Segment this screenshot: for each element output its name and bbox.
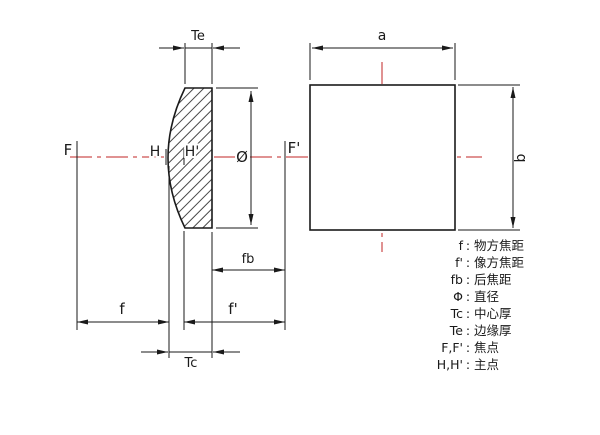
legend-colon: : [466,306,470,321]
legend-symbol: f [459,238,464,253]
dimension-f-prime: f' [183,231,285,330]
label-H: H [150,144,161,160]
legend-symbol: Φ [453,289,463,304]
dim-label-diameter: Ø [236,148,248,166]
legend: f : 物方焦距 f' : 像方焦距 fb : 后焦距 Φ : 直径 Tc : … [437,238,524,372]
dim-label-Tc: Tc [184,356,198,371]
legend-definition: 物方焦距 [474,238,524,253]
cardinal-points: F H H' F' [64,139,301,330]
legend-definition: 直径 [474,289,499,304]
legend-symbol: f' [455,255,463,270]
dim-label-fb: fb [242,252,255,267]
legend-colon: : [466,357,470,372]
legend-symbol: F,F' [441,340,463,355]
dimension-diameter: Ø [216,87,258,229]
label-F-prime: F' [288,139,301,157]
dimension-b: b [458,84,529,231]
label-H-prime: H' [185,144,199,160]
dimension-Tc: Tc [141,349,240,371]
legend-colon: : [466,323,470,338]
legend-colon: : [466,289,470,304]
dimension-fb: fb [211,232,285,358]
legend-symbol: fb [451,272,463,287]
side-view: Te Ø F H H' F' fb [64,29,301,371]
dimension-a: a [309,28,456,80]
legend-symbol: H,H' [437,357,463,372]
dim-label-f-prime: f' [228,300,237,318]
legend-colon: : [466,238,470,253]
legend-definition: 像方焦距 [474,255,524,270]
label-F: F [64,141,73,159]
legend-definition: 边缘厚 [474,323,512,338]
dim-label-Te: Te [190,29,205,44]
front-view-outline [309,84,456,231]
legend-colon: : [466,272,470,287]
legend-definition: 主点 [474,357,499,372]
dimension-Te: Te [159,29,240,84]
legend-definition: 焦点 [474,340,499,355]
legend-definition: 中心厚 [474,306,512,321]
legend-symbol: Tc [450,306,464,321]
dim-label-b: b [513,153,529,162]
legend-symbol: Te [449,323,464,338]
front-view: a b [309,28,529,231]
dim-label-f: f [119,300,125,318]
legend-definition: 后焦距 [474,272,512,287]
lens-cross-section-hatched [167,87,213,229]
legend-colon: : [466,340,470,355]
legend-colon: : [466,255,470,270]
dimension-f: f [77,166,170,358]
dim-label-a: a [378,28,387,44]
